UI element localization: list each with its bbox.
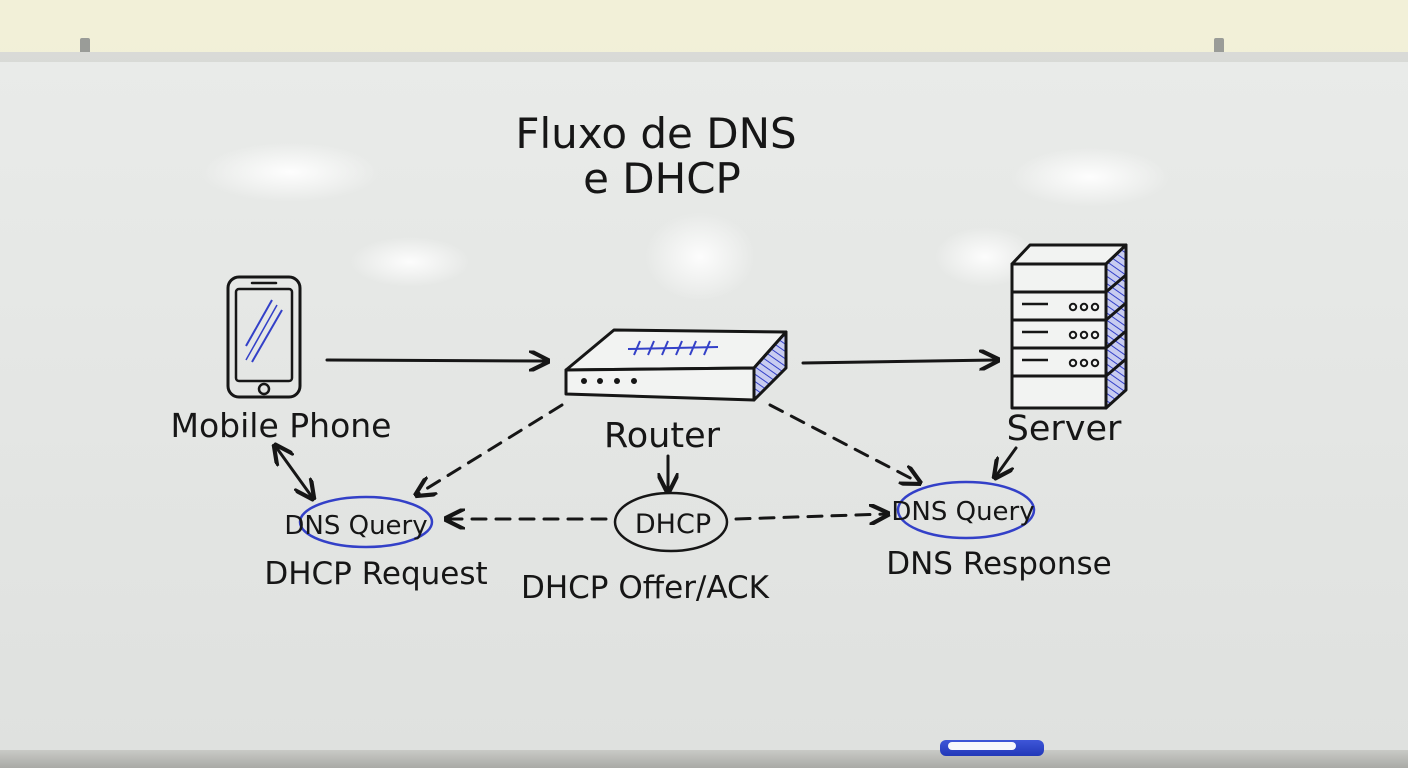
marker-cap (948, 742, 1016, 750)
diagram-title-line2: e DHCP (583, 154, 741, 203)
diagram-title-line1: Fluxo de DNS (515, 109, 796, 158)
left-dns-query-text: DNS Query (284, 511, 427, 541)
router-label: Router (604, 416, 721, 456)
server-icon (1010, 243, 1128, 410)
arrow-phone-to-dns-query (276, 447, 312, 497)
dhcp-bubble (613, 491, 729, 553)
arrow-server-to-dns-query (996, 446, 1018, 476)
dashed-arrow-router-to-right-dns-query (768, 403, 918, 482)
left-dns-query-bubble (298, 495, 434, 549)
right-dns-query-text: DNS Query (891, 497, 1034, 527)
arrow-router-to-server (801, 360, 996, 363)
mobile-phone-icon (226, 275, 302, 399)
router-icon (564, 328, 788, 402)
frame-clip-right (1214, 38, 1224, 54)
dns-response-caption: DNS Response (886, 546, 1111, 582)
dashed-arrow-dhcp-to-dns-query (734, 514, 886, 519)
whiteboard-surface (0, 62, 1408, 752)
marker-tray (0, 750, 1408, 768)
dhcp-request-caption: DHCP Request (264, 556, 487, 592)
server-label: Server (1007, 409, 1122, 449)
right-dns-query-bubble (896, 480, 1036, 540)
dhcp-text: DHCP (635, 509, 711, 540)
frame-clip-left (80, 38, 90, 54)
phone-label: Mobile Phone (171, 406, 392, 445)
arrow-phone-to-router (325, 360, 546, 361)
dhcp-offer-ack-caption: DHCP Offer/ACK (521, 570, 770, 606)
dashed-arrow-router-to-dns-query (418, 403, 564, 494)
